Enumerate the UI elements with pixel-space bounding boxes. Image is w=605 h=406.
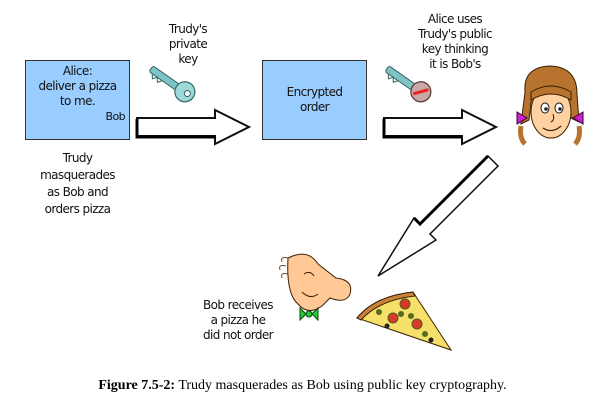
pizza-slice-icon (356, 291, 453, 351)
key-icon (385, 66, 432, 103)
alice-face-icon (516, 65, 584, 146)
label-line: key (178, 52, 198, 66)
encrypted-order-box: Encrypted order (262, 60, 367, 140)
alice-uses-key-label: Alice uses Trudy's public key thinking i… (410, 12, 500, 72)
label-line: Alice uses (427, 12, 483, 26)
label-line: as Bob and (46, 185, 109, 199)
label-line: orders pizza (44, 202, 111, 216)
key-icon (149, 66, 196, 103)
label-line: key thinking (421, 42, 489, 56)
label-line: Trudy (62, 151, 93, 165)
message-line: deliver a pizza (38, 79, 118, 93)
label-line: it is Bob's (429, 57, 481, 71)
bob-receives-label: Bob receives a pizza he did not order (188, 298, 288, 343)
label-line: Trudy's public (418, 27, 493, 41)
trudy-masquerades-label: Trudy masquerades as Bob and orders pizz… (25, 150, 130, 218)
arrow-down-left (377, 154, 500, 277)
encrypted-line: Encrypted (286, 85, 343, 99)
message-line: to me. (59, 94, 96, 108)
encrypted-line: order (300, 100, 330, 114)
label-line: did not order (202, 328, 274, 342)
message-signature: Bob (105, 110, 126, 123)
private-key-label: Trudy's private key (158, 22, 218, 67)
label-line: private (168, 37, 208, 51)
message-line: Alice: (62, 64, 93, 78)
arrow-right-1 (135, 108, 252, 146)
label-line: Bob receives (203, 298, 274, 312)
label-line: a pizza he (210, 313, 266, 327)
label-line: masquerades (40, 168, 115, 182)
label-line: Trudy's (168, 22, 208, 36)
message-box: Alice: deliver a pizza to me. Bob (25, 60, 130, 140)
arrow-right-2 (382, 108, 499, 146)
caption-text: Trudy masquerades as Bob using public ke… (175, 378, 507, 393)
figure-caption: Figure 7.5-2: Trudy masquerades as Bob u… (0, 378, 605, 394)
bob-face-icon (279, 253, 352, 322)
caption-label: Figure 7.5-2: (98, 378, 176, 393)
